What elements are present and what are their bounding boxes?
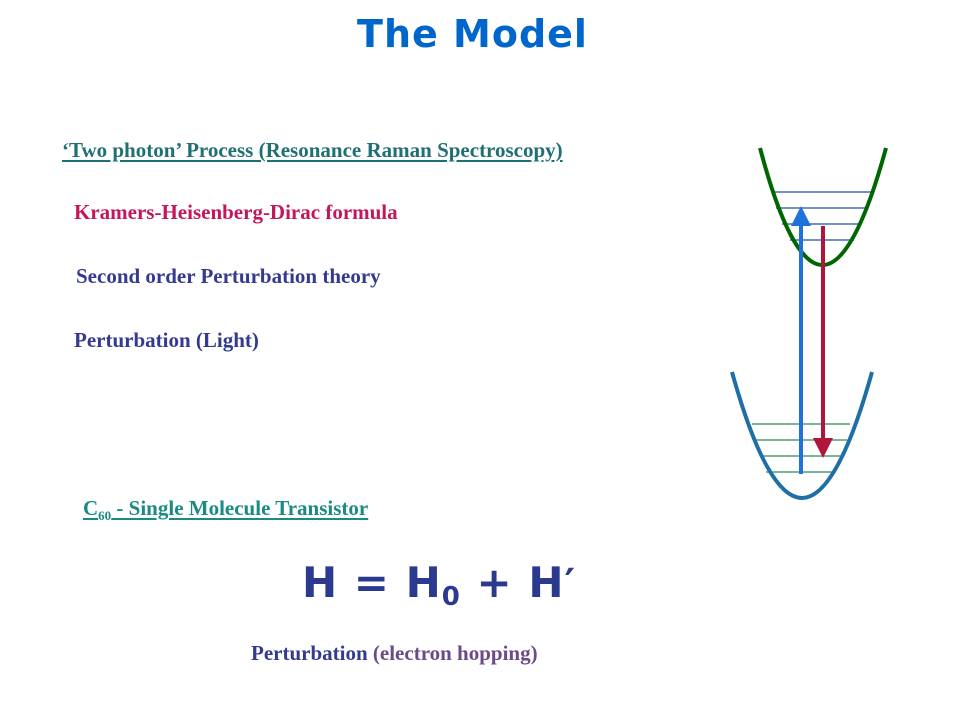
hamiltonian-equation: H = H0 + H′	[302, 558, 576, 612]
potential-well-diagram	[730, 147, 888, 500]
eq-equals: =	[353, 558, 390, 607]
c60-heading: C60 - Single Molecule Transistor	[83, 496, 368, 524]
eq-plus: +	[476, 558, 513, 607]
perturbation-light-label: Perturbation (Light)	[74, 328, 259, 352]
c60-symbol: C	[83, 496, 99, 520]
c60-subscript: 60	[98, 508, 112, 523]
eq-term1-sub: 0	[441, 582, 461, 612]
second-order-label: Second order Perturbation theory	[76, 264, 381, 288]
two-photon-heading: ‘Two photon’ Process (Resonance Raman Sp…	[62, 138, 563, 162]
slide-title: The Model	[357, 12, 588, 56]
caption-rest: (electron hopping)	[367, 641, 538, 665]
caption-word: Perturbation	[251, 641, 368, 665]
perturbation-caption: Perturbation (electron hopping)	[251, 641, 538, 666]
ground-state-curve	[730, 371, 874, 500]
eq-term1: H	[405, 558, 442, 607]
eq-lhs: H	[302, 558, 339, 607]
kramers-formula-label: Kramers-Heisenberg-Dirac formula	[74, 200, 398, 224]
eq-term2: H	[528, 558, 565, 607]
eq-term2-prime: ′	[564, 561, 577, 607]
c60-rest: - Single Molecule Transistor	[111, 496, 369, 520]
